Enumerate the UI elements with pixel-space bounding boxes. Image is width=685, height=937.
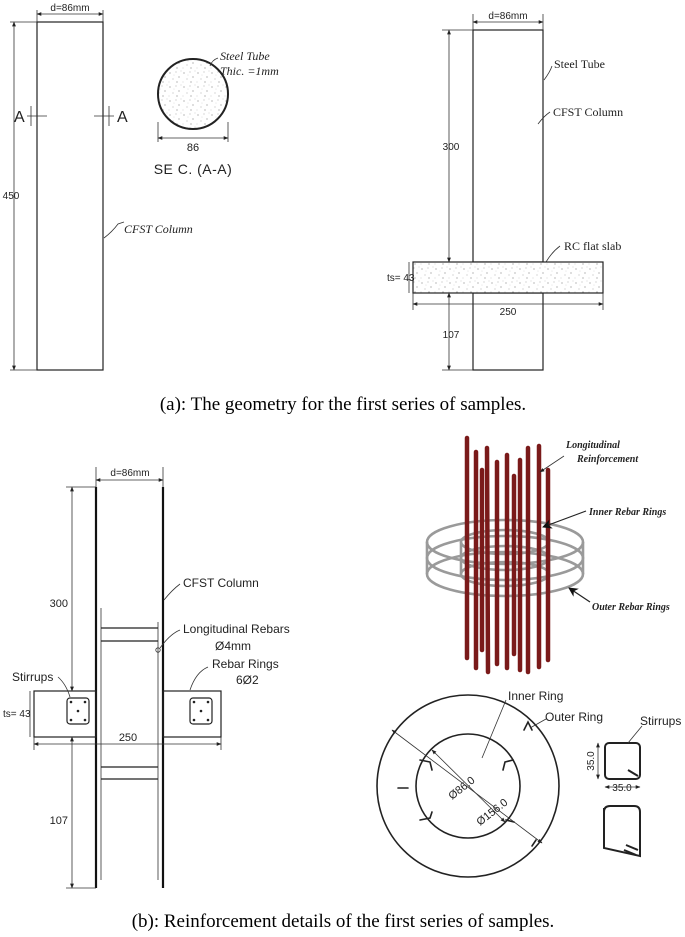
diameter-label: 86 xyxy=(187,142,199,154)
stirrup-height-label: 35.0 xyxy=(586,751,597,771)
slab-width-label: 250 xyxy=(500,307,517,318)
stirrups-label: Stirrups xyxy=(640,714,681,728)
stirrup-left xyxy=(66,697,90,725)
longitudinal-reinforcement-label-2: Reinforcement xyxy=(576,454,639,465)
steel-tube-label: Steel Tube xyxy=(554,57,605,71)
longitudinal-reinforcement-label: Longitudinal xyxy=(565,440,620,451)
slab-width-label: 250 xyxy=(119,732,137,744)
panel-a-section: Steel Tube Thic. =1mm 86 SE C. (A-A) xyxy=(154,49,279,177)
inner-ring-label: Inner Ring xyxy=(508,689,563,703)
rc-flat-slab xyxy=(412,261,604,294)
slab-thickness-label: ts= 43 xyxy=(387,273,415,284)
longitudinal-rebars-label: Longitudinal Rebars xyxy=(183,622,290,636)
height-label: 450 xyxy=(3,191,20,202)
panel-b-left-section: d=86mm 300 ts= 43 250 107 CFST Column Lo… xyxy=(3,467,290,889)
outer-rebar-rings-label: Outer Rebar Rings xyxy=(592,602,670,613)
stirrup-width-label: 35.0 xyxy=(612,783,632,794)
stirrup-detail-1 xyxy=(604,742,641,780)
width-label: d=86mm xyxy=(110,468,149,479)
upper-height-label: 300 xyxy=(50,598,68,610)
section-title: SE C. (A-A) xyxy=(154,161,233,177)
caption-a: (a): The geometry for the first series o… xyxy=(160,394,526,415)
inner-diameter-label: Ø86.0 xyxy=(446,774,477,802)
stirrup-right xyxy=(189,697,213,725)
outer-ring xyxy=(376,694,560,878)
stirrup-detail-2 xyxy=(603,805,641,858)
width-label: d=86mm xyxy=(50,3,89,14)
thickness-label: Thic. =1mm xyxy=(220,64,279,78)
panel-b-stirrups: 35.0 35.0 Stirrups xyxy=(586,714,681,858)
cfst-column-label: CFST Column xyxy=(124,222,193,236)
section-mark-right: A xyxy=(117,109,128,126)
stirrups-label: Stirrups xyxy=(12,670,53,684)
lower-height-label: 107 xyxy=(443,330,460,341)
slab-thickness-label: ts= 43 xyxy=(3,709,31,720)
column-lower xyxy=(472,292,544,371)
section-mark-left: A xyxy=(14,109,25,126)
cfst-column-label: CFST Column xyxy=(553,105,623,119)
rc-flat-slab-label: RC flat slab xyxy=(564,239,621,253)
slab-left xyxy=(33,690,97,738)
lower-height-label: 107 xyxy=(50,815,68,827)
rings-spec-label: 6Ø2 xyxy=(236,673,259,687)
longitudinal-rebars xyxy=(464,435,551,675)
panel-a-left-column: d=86mm 450 A A CFST Column xyxy=(3,3,193,371)
steel-tube-section xyxy=(157,58,229,130)
width-label: d=86mm xyxy=(488,11,527,22)
upper-height-label: 300 xyxy=(443,142,460,153)
panel-b-plan-rings: Ø86.0 Ø156.0 Inner Ring Outer Ring xyxy=(376,689,603,878)
panel-a-right-specimen: d=86mm 300 ts= 43 250 107 Steel Tube CFS… xyxy=(387,11,623,371)
steel-tube-label: Steel Tube xyxy=(220,49,270,63)
rebar-diameter-label: Ø4mm xyxy=(215,639,251,653)
cfst-column-outline xyxy=(36,21,104,371)
inner-rebar-rings-label: Inner Rebar Rings xyxy=(588,507,666,518)
cfst-column-label: CFST Column xyxy=(183,576,259,590)
panel-b-rebar-cage: Longitudinal Reinforcement Inner Rebar R… xyxy=(425,435,670,675)
caption-b: (b): Reinforcement details of the first … xyxy=(132,911,555,932)
slab-right xyxy=(162,690,222,738)
outer-ring-label: Outer Ring xyxy=(545,710,603,724)
rebar-rings-label: Rebar Rings xyxy=(212,657,279,671)
column-upper xyxy=(472,29,544,263)
